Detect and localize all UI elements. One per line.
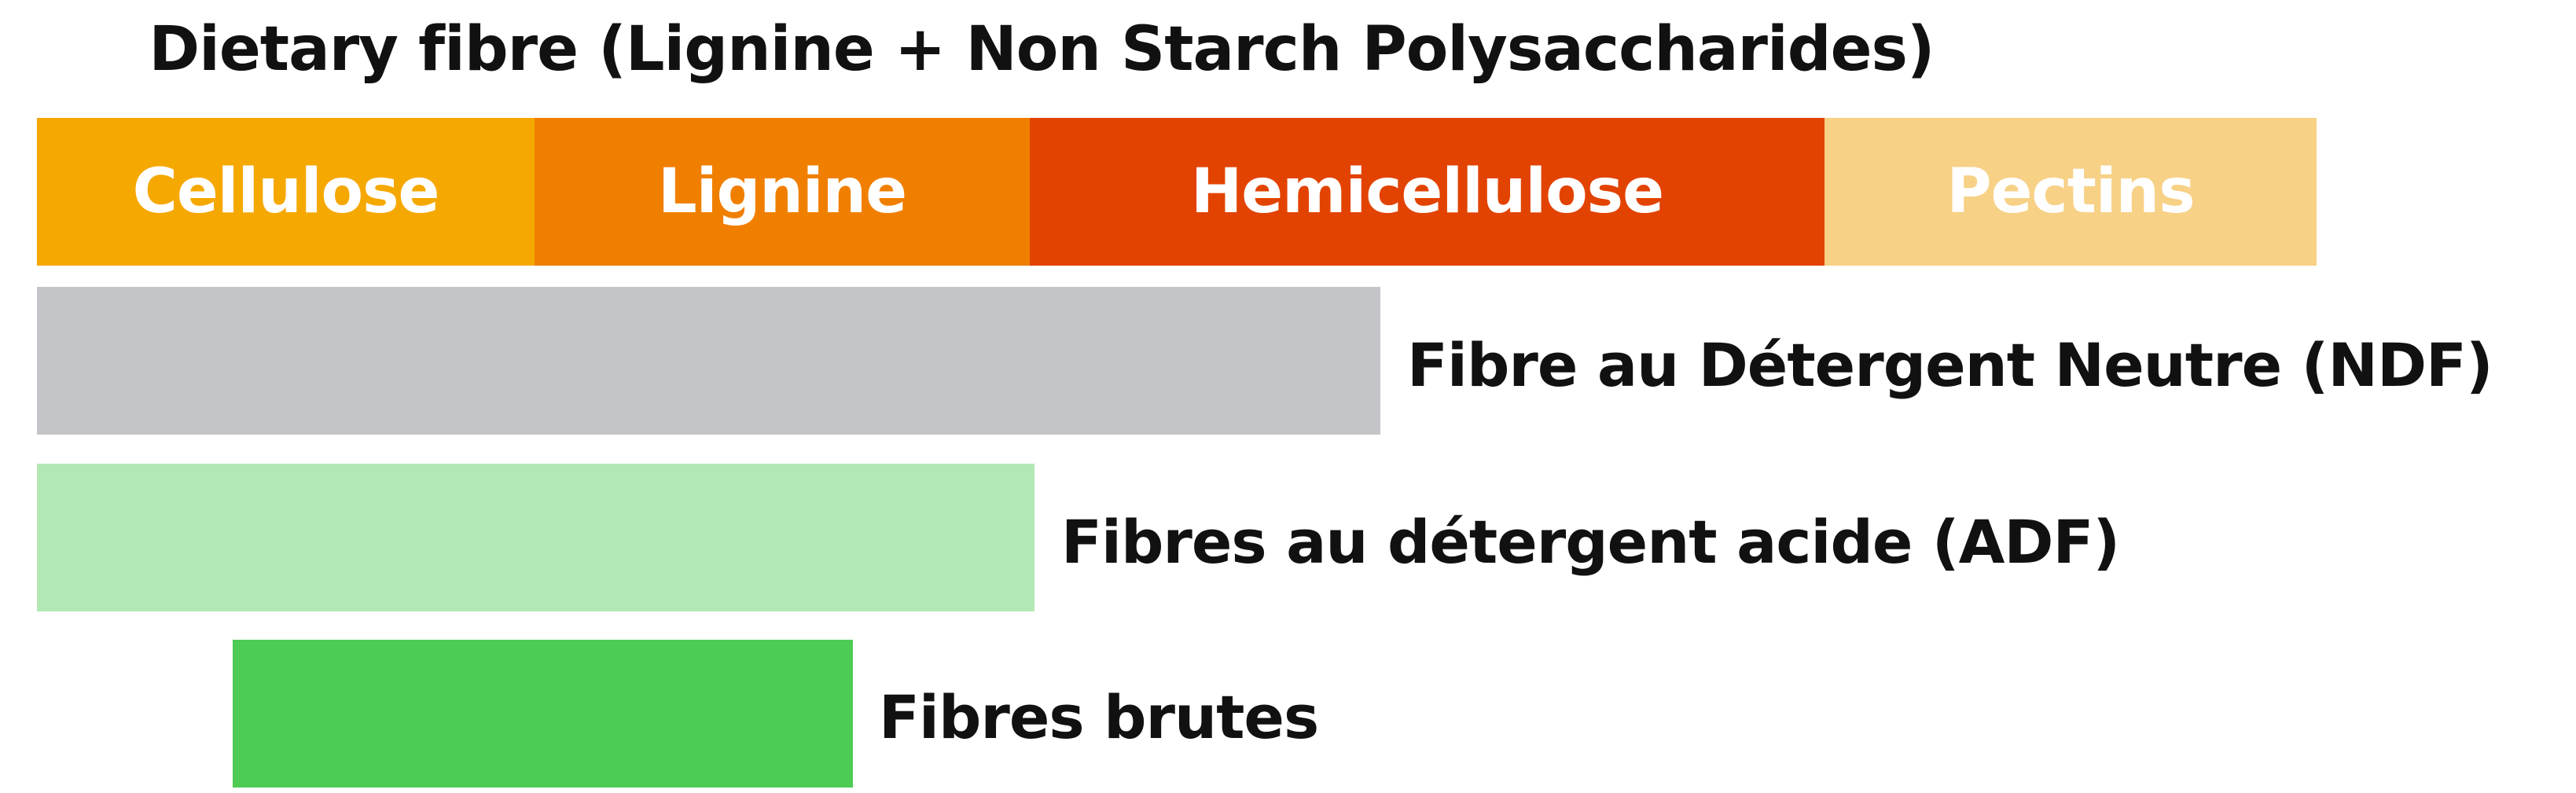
adf-bar [37, 464, 1034, 611]
segment-hemicellulose: Hemicellulose [1030, 118, 1825, 266]
ndf-bar [37, 287, 1380, 435]
ndf-label: Fibre au Détergent Neutre (NDF) [1407, 330, 2493, 400]
diagram-title: Dietary fibre (Lignine + Non Starch Poly… [149, 14, 1935, 85]
fibres-brutes-bar [233, 640, 853, 787]
fibres-brutes-label: Fibres brutes [879, 682, 1319, 752]
adf-label: Fibres au détergent acide (ADF) [1061, 507, 2120, 577]
segment-pectins: Pectins [1825, 118, 2317, 266]
segment-cellulose: Cellulose [37, 118, 535, 266]
segment-lignine: Lignine [535, 118, 1030, 266]
dietary-fibre-components-bar: Cellulose Lignine Hemicellulose Pectins [37, 118, 2317, 266]
